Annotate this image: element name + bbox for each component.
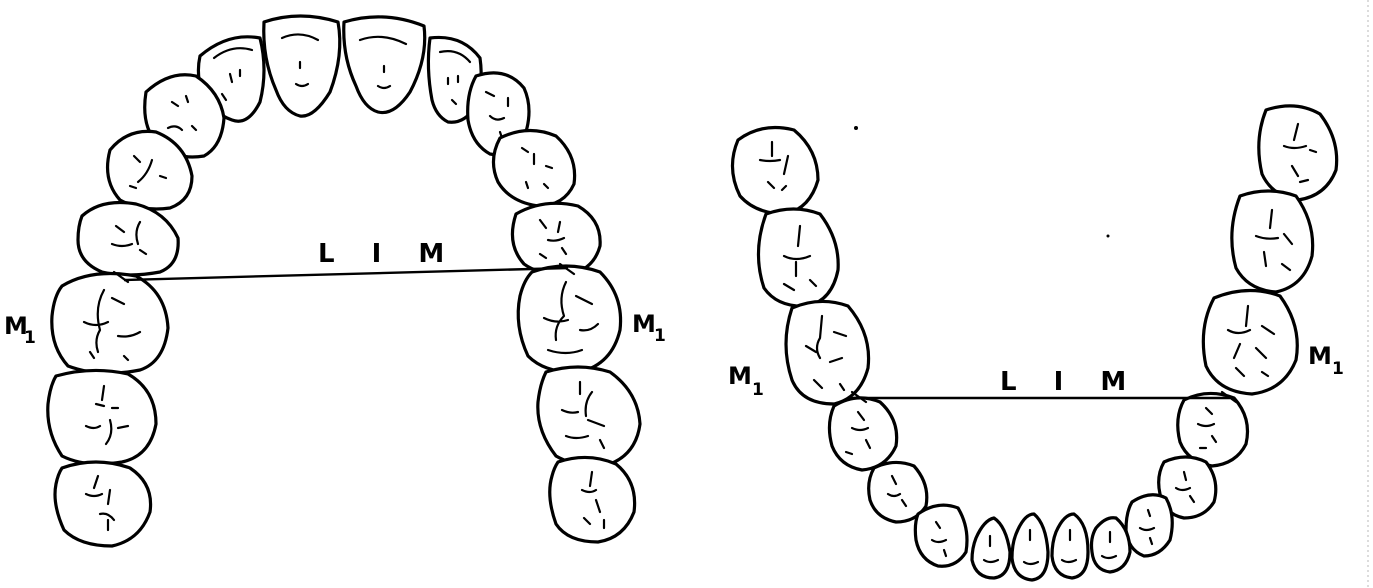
groove-mark: [538, 218, 568, 260]
tooth-lower-incisor-lateral-right: [1089, 516, 1132, 574]
groove-mark: [930, 520, 948, 558]
groove-mark: [1254, 208, 1294, 272]
groove-mark: [758, 140, 790, 192]
lower-m1-right-main: M: [1308, 342, 1332, 370]
tooth-upper-molar-2-left: [46, 368, 158, 466]
upper-arch: L I M M 1 M 1: [4, 14, 666, 548]
upper-lim-label: L I M: [318, 239, 458, 269]
groove-mark: [580, 470, 606, 530]
groove-mark: [212, 47, 254, 102]
lim-line-end-mark: [112, 262, 576, 284]
groove-mark: [82, 288, 142, 362]
tooth-lower-molar-3-right: [1257, 104, 1339, 202]
upper-m1-right-label: M 1: [632, 310, 666, 346]
tooth-upper-premolar-2-left: [76, 200, 180, 277]
tooth-upper-premolar-2-right: [510, 201, 602, 276]
stray-dot: [854, 126, 858, 130]
groove-mark: [542, 280, 600, 355]
tooth-lower-premolar-1-left: [867, 460, 929, 524]
tooth-upper-molar-2-right: [536, 365, 642, 467]
groove-mark: [484, 90, 510, 140]
tooth-lower-premolar-2-left: [827, 396, 899, 472]
lower-m1-left-main: M: [728, 362, 752, 390]
tooth-upper-incisor-central-right: [342, 15, 427, 115]
upper-m1-right-sub: 1: [654, 326, 666, 346]
groove-mark: [804, 314, 848, 392]
upper-m1-right-main: M: [632, 310, 656, 338]
upper-m1-left-main: M: [4, 312, 28, 340]
tooth-lower-premolar-1-right: [1157, 455, 1218, 520]
tooth-upper-molar-1-left: [50, 271, 170, 375]
tooth-lower-canine-right: [1124, 493, 1174, 558]
tooth-upper-molar-3-right: [548, 455, 637, 544]
tooth-lower-incisor-central-left: [1010, 512, 1050, 582]
groove-mark: [1022, 528, 1040, 566]
lower-arch: L I M M 1 M 1: [728, 104, 1344, 582]
groove-mark: [520, 146, 554, 190]
tooth-lower-molar-2-left: [756, 207, 840, 308]
tooth-lower-molar-1-left: [784, 299, 871, 406]
groove-mark: [1138, 508, 1156, 546]
groove-mark: [886, 474, 908, 508]
groove-mark: [110, 220, 148, 256]
tooth-upper-molar-3-left: [53, 460, 153, 548]
tooth-lower-molar-3-left: [730, 126, 820, 216]
stray-dot: [1106, 234, 1110, 238]
groove-mark: [982, 534, 1000, 564]
groove-mark: [438, 50, 472, 106]
groove-mark: [166, 94, 198, 132]
groove-mark: [1100, 530, 1118, 560]
upper-m1-left-sub: 1: [24, 328, 36, 348]
groove-mark: [1196, 406, 1218, 450]
groove-mark: [1174, 470, 1196, 504]
lower-m1-right-label: M 1: [1308, 342, 1344, 379]
lower-m1-right-sub: 1: [1332, 359, 1344, 379]
upper-lim-line: [123, 266, 569, 282]
groove-mark: [280, 33, 320, 88]
groove-mark: [128, 154, 168, 190]
tooth-upper-premolar-1-left: [106, 129, 194, 211]
upper-m1-left-label: M 1: [4, 312, 36, 348]
tooth-lower-incisor-lateral-left: [970, 516, 1012, 580]
lim-line-end-mark: [850, 390, 1238, 404]
groove-mark: [560, 380, 606, 450]
groove-mark: [782, 224, 818, 292]
lower-m1-left-sub: 1: [752, 380, 764, 400]
groove-mark: [1060, 528, 1078, 564]
tooth-lower-canine-left: [913, 503, 969, 568]
groove-mark: [1282, 122, 1318, 184]
tooth-lower-incisor-central-right: [1050, 512, 1090, 580]
lower-lim-label: L I M: [1000, 367, 1140, 397]
groove-mark: [844, 410, 872, 456]
tooth-lower-molar-1-right: [1201, 288, 1299, 396]
tooth-upper-molar-1-right: [516, 264, 623, 374]
tooth-lower-premolar-2-right: [1176, 391, 1250, 468]
tooth-lower-molar-2-right: [1230, 189, 1315, 294]
tooth-upper-incisor-central-left: [262, 14, 342, 118]
lower-m1-left-label: M 1: [728, 362, 764, 400]
groove-mark: [1226, 304, 1276, 378]
tooth-upper-premolar-1-right: [491, 128, 577, 208]
groove-mark: [84, 474, 116, 532]
groove-mark: [84, 384, 130, 446]
groove-mark: [358, 35, 408, 90]
